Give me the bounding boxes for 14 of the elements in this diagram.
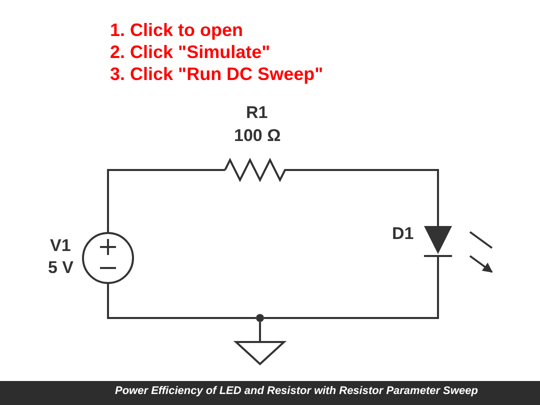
component-label: V1 [50, 236, 71, 256]
wire [107, 169, 225, 233]
component-label: R1 [246, 103, 268, 123]
wire [291, 169, 439, 226]
component-label: D1 [392, 224, 414, 244]
title: Power Efficiency of LED and Resistor with Resistor Parameter Sweep [115, 385, 478, 397]
component-value: 5 V [48, 258, 74, 278]
wire [107, 283, 256, 319]
wire [264, 257, 439, 319]
instruction-text: 1. Click to open [110, 20, 244, 41]
instruction-text: 3. Click "Run DC Sweep" [110, 64, 324, 85]
component-value: 100 Ω [234, 126, 281, 146]
wire [259, 322, 261, 342]
instruction-text: 2. Click "Simulate" [110, 42, 270, 63]
